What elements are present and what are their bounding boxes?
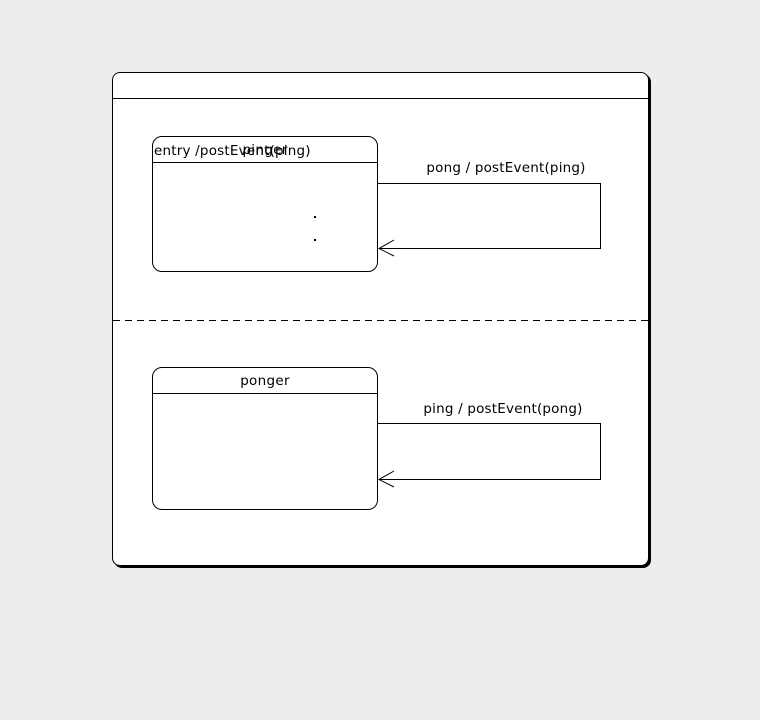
state-pinger-header: pinger: [153, 137, 377, 163]
state-pinger[interactable]: pinger entry /postEvent(ping): [152, 136, 378, 272]
state-ponger[interactable]: ponger: [152, 367, 378, 510]
transition-label-pong: pong / postEvent(ping): [426, 160, 586, 176]
state-machine-header: [113, 73, 648, 99]
state-pinger-entry-action: entry /postEvent(ping): [154, 143, 311, 159]
ellipsis-dot: [314, 239, 316, 241]
state-ponger-title: ponger: [240, 372, 290, 389]
transition-label-ping: ping / postEvent(pong): [423, 401, 583, 417]
state-ponger-header: ponger: [153, 368, 377, 394]
state-pinger-title: pinger: [242, 141, 288, 158]
ellipsis-dot: [314, 216, 316, 218]
